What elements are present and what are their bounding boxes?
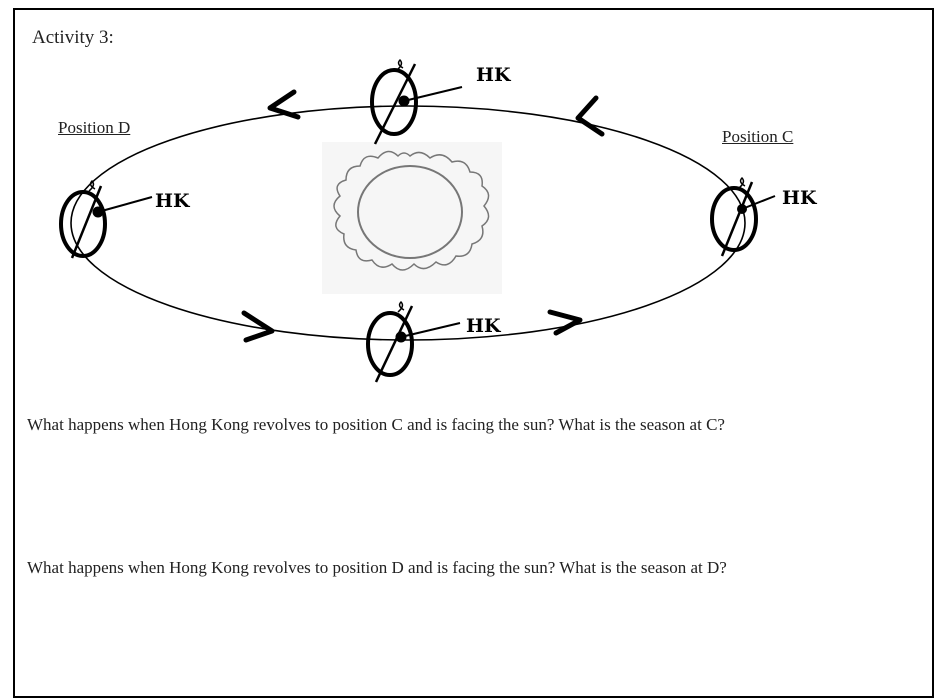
activity-title: Activity 3: <box>32 27 114 48</box>
earth-bottom <box>366 300 461 383</box>
question-position-c: What happens when Hong Kong revolves to … <box>27 415 725 434</box>
hk-label-right: HK <box>782 187 817 209</box>
position-c-label: Position C <box>722 127 794 146</box>
sun <box>322 142 502 294</box>
earth-left <box>59 179 153 259</box>
arrow-top-left <box>267 89 301 120</box>
arrow-bottom-right <box>547 309 583 336</box>
earth-top <box>370 58 463 145</box>
hk-label-left: HK <box>155 190 190 212</box>
question-position-d: What happens when Hong Kong revolves to … <box>27 558 727 577</box>
arrow-top-right <box>575 95 605 137</box>
hk-label-bottom: HK <box>466 315 501 337</box>
earth-right <box>710 176 776 257</box>
hk-label-top: HK <box>476 64 511 86</box>
arrow-bottom-left <box>241 310 275 343</box>
position-d-label: Position D <box>58 118 131 137</box>
direction-arrows <box>241 89 605 343</box>
orbit-path <box>70 105 746 341</box>
